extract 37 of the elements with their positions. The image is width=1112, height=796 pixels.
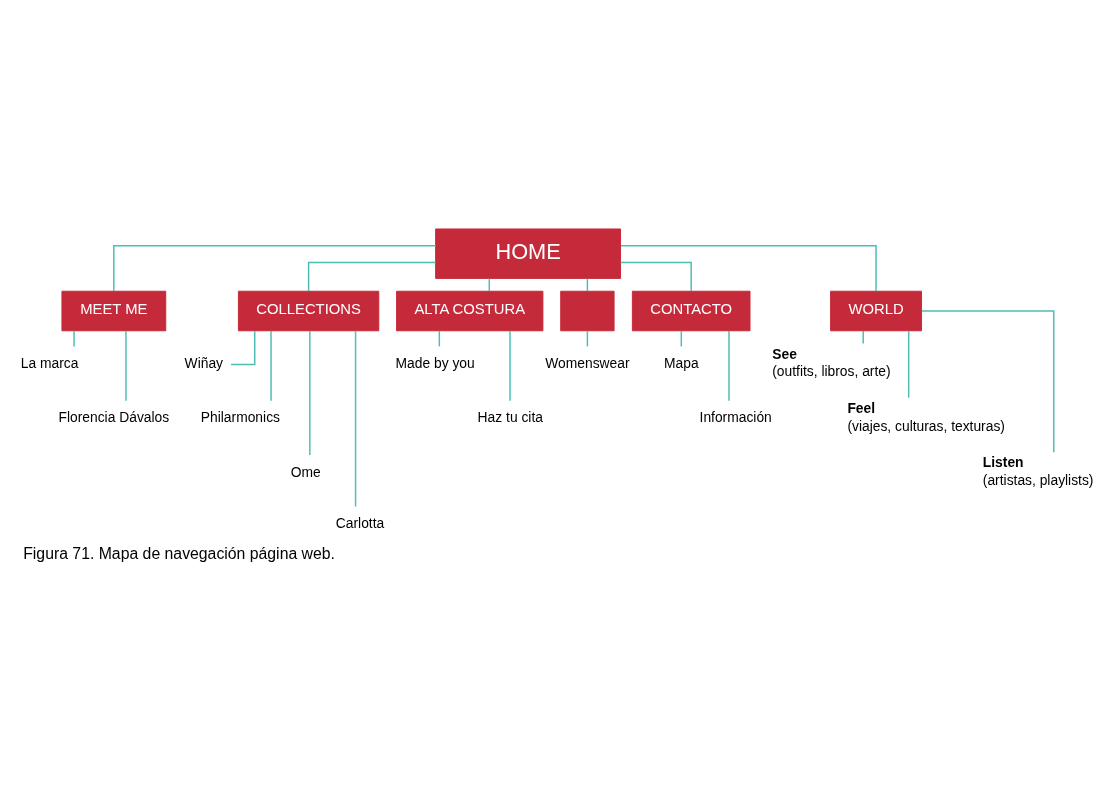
connector [728,329,730,401]
connector [230,329,256,365]
connector [354,329,357,507]
node-box: CONTACTO [631,290,751,331]
connector [619,261,692,292]
connector [125,329,127,401]
connector [307,261,437,292]
node-text: Made by you [395,354,475,371]
node-text: Wiñay [184,354,224,371]
connector [270,329,272,401]
node-box: MEET ME [61,290,167,331]
node-text: Haz tu cita [477,408,543,425]
node-text: Ome [290,463,321,480]
node-box: WORLD [830,290,923,331]
node-box [560,290,615,331]
connector [113,244,437,292]
node-box: HOME [435,227,621,279]
connector [509,329,511,401]
connector [921,309,1055,453]
node-text: Feel (viajes, culturas, texturas) [847,399,1005,434]
node-text: Mapa [664,354,699,371]
connector [620,244,877,292]
caption: Figura 71. Mapa de navegación página web. [23,544,335,562]
node-text: Listen (artistas, playlists) [982,453,1094,488]
node-text: La marca [20,354,79,371]
node-text: Philarmonics [200,408,280,425]
connector [862,329,864,344]
node-text: Florencia Dávalos [58,408,170,425]
connector [907,329,910,398]
node-text: Información [699,408,772,425]
connector [309,329,311,456]
node-text: Carlotta [335,514,385,531]
connector [73,329,75,347]
node-text: See (outfits, libros, arte) [772,345,891,379]
node-box: COLLECTIONS [237,290,380,331]
node-box: ALTA COSTURA [396,290,544,331]
node-text: Womenswear [545,354,630,371]
